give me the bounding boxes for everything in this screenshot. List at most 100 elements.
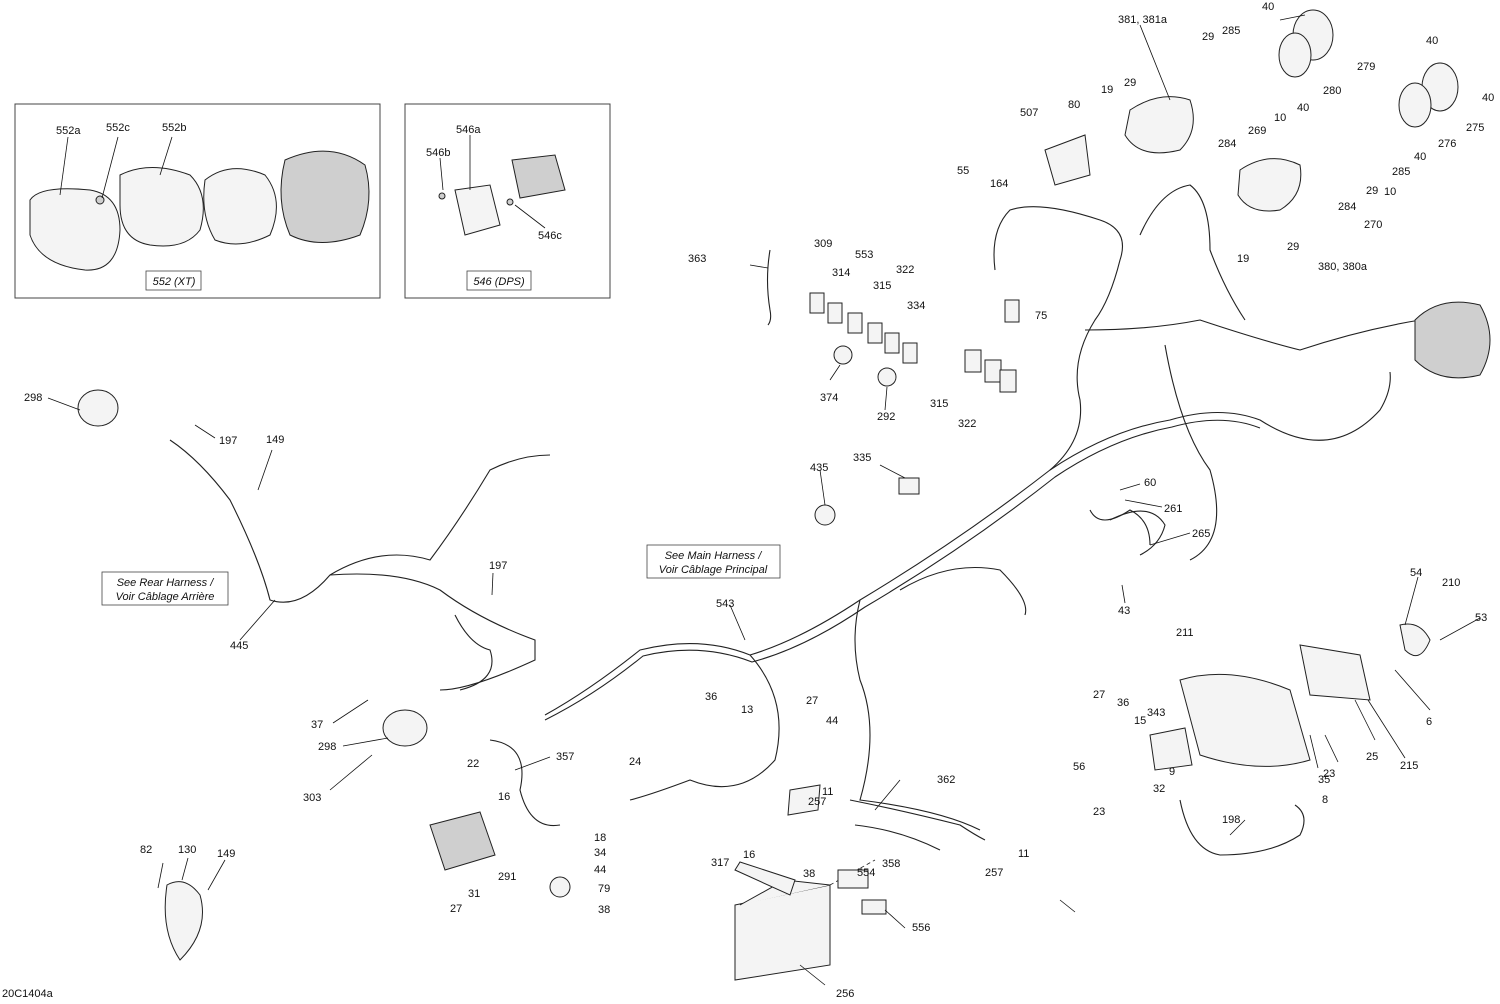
callout-labels: 552a 552c 552b 546a 546b 546c 381, 381a …	[24, 1, 1494, 1000]
motor-380	[1237, 158, 1302, 212]
callout-38: 38	[803, 868, 815, 880]
callout-56: 56	[1073, 761, 1085, 773]
headlamp-298-bottom	[382, 709, 428, 747]
callout-285: 285	[1222, 25, 1240, 37]
callout-279: 279	[1357, 61, 1375, 73]
callout-19: 19	[1101, 84, 1113, 96]
bracket-556	[861, 899, 887, 915]
callout-54: 54	[1410, 567, 1422, 579]
callout-363: 363	[688, 253, 706, 265]
callout-554: 554	[857, 867, 875, 879]
kit-label-546-dps: 546 (DPS)	[473, 276, 525, 288]
svg-text:See Main Harness /: See Main Harness /	[665, 550, 763, 562]
callout-32: 32	[1153, 783, 1165, 795]
callout-215: 215	[1400, 760, 1418, 772]
callout-315: 315	[873, 280, 891, 292]
callout-358: 358	[882, 858, 900, 870]
svg-text:Voir Câblage Arrière: Voir Câblage Arrière	[116, 591, 215, 603]
callout-445: 445	[230, 640, 248, 652]
callout-335: 335	[853, 452, 871, 464]
callout-29: 29	[1366, 185, 1378, 197]
callout-16: 16	[743, 849, 755, 861]
callout-38: 38	[598, 904, 610, 916]
callout-149: 149	[266, 434, 284, 446]
callout-82: 82	[140, 844, 152, 856]
part-drawings	[77, 9, 1491, 981]
callout-298: 298	[318, 741, 336, 753]
callout-315: 315	[930, 398, 948, 410]
callout-16: 16	[498, 791, 510, 803]
callout-53: 53	[1475, 612, 1487, 624]
gauge-lens	[119, 167, 204, 247]
callout-55: 55	[957, 165, 969, 177]
callout-23: 23	[1323, 768, 1335, 780]
callout-285: 285	[1392, 166, 1410, 178]
callout-19: 19	[1237, 253, 1249, 265]
callout-44: 44	[826, 715, 838, 727]
callout-80: 80	[1068, 99, 1080, 111]
callout-197: 197	[489, 560, 507, 572]
callout-149: 149	[217, 848, 235, 860]
callout-507: 507	[1020, 107, 1038, 119]
callout-18: 18	[594, 832, 606, 844]
module-291	[429, 811, 496, 871]
callout-197: 197	[219, 435, 237, 447]
callout-317: 317	[711, 857, 729, 869]
callout-13: 13	[741, 704, 753, 716]
callout-546a: 546a	[456, 124, 481, 136]
callout-284: 284	[1338, 201, 1356, 213]
callout-29: 29	[1124, 77, 1136, 89]
callout-40: 40	[1414, 151, 1426, 163]
bracket-554	[837, 869, 869, 889]
callout-23: 23	[1093, 806, 1105, 818]
callout-27: 27	[450, 903, 462, 915]
callout-309: 309	[814, 238, 832, 250]
motor-381	[1124, 96, 1194, 154]
wire-harness	[169, 184, 1421, 856]
dps-bezel	[454, 184, 501, 236]
callout-198: 198	[1222, 814, 1240, 826]
callout-36: 36	[1117, 697, 1129, 709]
callout-44: 44	[594, 864, 606, 876]
bracket-507	[1044, 134, 1091, 186]
callout-257: 257	[808, 796, 826, 808]
gauge-seal	[203, 168, 277, 245]
callout-276: 276	[1438, 138, 1456, 150]
callout-552b: 552b	[162, 122, 186, 134]
callout-543: 543	[716, 598, 734, 610]
callout-292: 292	[877, 411, 895, 423]
headlamp-298-top	[77, 389, 119, 427]
callout-303: 303	[303, 792, 321, 804]
callout-284: 284	[1218, 138, 1236, 150]
callout-164: 164	[990, 178, 1008, 190]
callout-60: 60	[1144, 477, 1156, 489]
callout-25: 25	[1366, 751, 1378, 763]
fuse-block	[787, 784, 821, 816]
callout-334: 334	[907, 300, 925, 312]
battery-256	[734, 884, 831, 981]
note-rear-harness: See Rear Harness / Voir Câblage Arrière	[101, 571, 229, 606]
callout-291: 291	[498, 871, 516, 883]
svg-text:See Rear Harness /: See Rear Harness /	[117, 577, 215, 589]
callout-22: 22	[467, 758, 479, 770]
callout-343: 343	[1147, 707, 1165, 719]
callout-269: 269	[1248, 125, 1266, 137]
callout-130: 130	[178, 844, 196, 856]
callout-29: 29	[1202, 31, 1214, 43]
callout-15: 15	[1134, 715, 1146, 727]
callout-322: 322	[958, 418, 976, 430]
callout-257: 257	[985, 867, 1003, 879]
callout-275: 275	[1466, 122, 1484, 134]
callout-40: 40	[1297, 102, 1309, 114]
callout-211: 211	[1176, 627, 1194, 639]
callout-8: 8	[1322, 794, 1328, 806]
callout-75: 75	[1035, 310, 1047, 322]
callout-261: 261	[1164, 503, 1182, 515]
callout-27: 27	[806, 695, 818, 707]
callout-556: 556	[912, 922, 930, 934]
winch-211	[1179, 673, 1311, 767]
callout-10: 10	[1274, 112, 1286, 124]
callout-35: 35	[1318, 774, 1330, 786]
bezel-ring	[29, 188, 121, 271]
